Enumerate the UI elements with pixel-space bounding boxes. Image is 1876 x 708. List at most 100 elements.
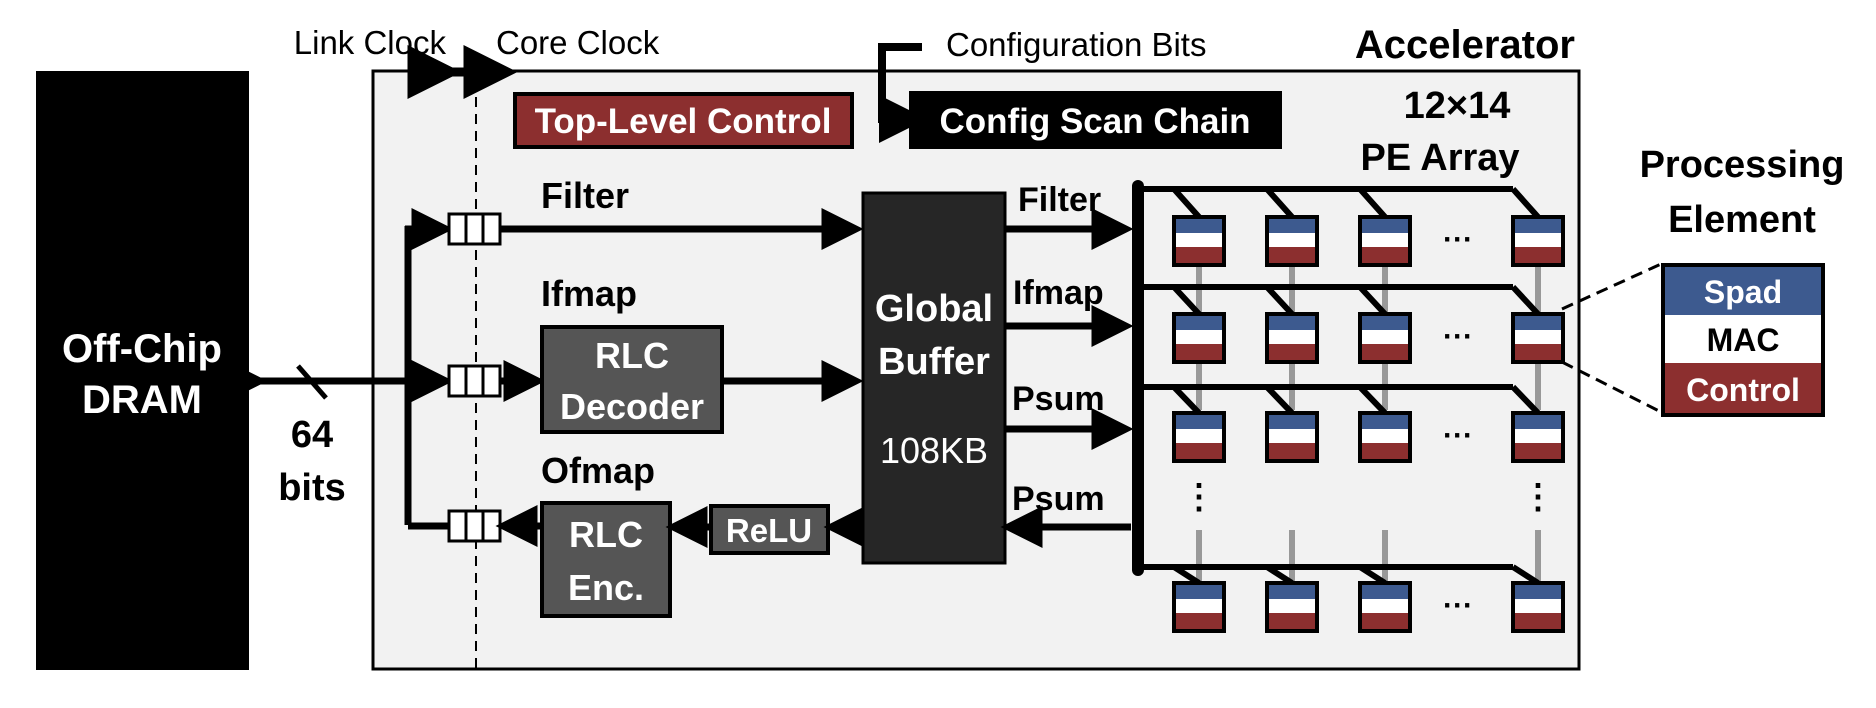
pe-array-title-line1: 12×14 <box>1404 85 1511 127</box>
psum-out-bus-label: Psum <box>1012 480 1105 518</box>
processing-element <box>1511 312 1565 364</box>
pe-bus-tap <box>1357 187 1388 219</box>
pe-spad-segment <box>1174 583 1224 599</box>
pe-bus-tap <box>1357 284 1388 317</box>
pe-mac-segment <box>1174 330 1224 344</box>
filter-async-fifo <box>447 212 502 246</box>
pe-bus-tap <box>1510 384 1541 416</box>
relu-label: ReLU <box>726 512 812 549</box>
bus-width-slash <box>296 364 328 400</box>
pe-control-segment <box>1174 344 1224 362</box>
pe-mac-segment <box>1513 599 1563 613</box>
dram-label-line2: DRAM <box>82 378 202 422</box>
rlc-decoder-label-line2: Decoder <box>560 386 704 427</box>
ifmap-async-fifo <box>447 364 502 398</box>
pe-spad-segment <box>1174 413 1224 429</box>
pe-mac-segment <box>1174 599 1224 613</box>
pe-control-segment <box>1360 344 1410 362</box>
processing-element <box>1172 215 1226 267</box>
processing-element <box>1265 215 1319 267</box>
processing-element <box>1172 411 1226 463</box>
pe-spad-segment <box>1360 217 1410 233</box>
pe-detail-spad-label: Spad <box>1704 274 1782 310</box>
filter-bus-label: Filter <box>1018 181 1101 219</box>
psum-in-bus-label: Psum <box>1012 380 1105 418</box>
pe-detail-mac-label: MAC <box>1707 322 1780 358</box>
pe-row-ellipsis: ··· <box>1443 419 1473 452</box>
processing-element <box>1511 581 1565 633</box>
pe-spad-segment <box>1360 413 1410 429</box>
pe-column-ellipsis: ⋮ <box>1521 478 1555 516</box>
pe-bus-tap <box>1265 564 1294 586</box>
config-scan-chain-label: Config Scan Chain <box>939 102 1250 141</box>
rlc-decoder-label-line1: RLC <box>595 335 669 376</box>
pe-detail-control-label: Control <box>1686 372 1800 408</box>
pe-control-segment <box>1174 613 1224 631</box>
pe-spad-segment <box>1513 583 1563 599</box>
relu-block <box>709 504 830 555</box>
pe-spad-segment <box>1267 217 1317 233</box>
pe-row-ellipsis: ··· <box>1443 320 1473 353</box>
pe-control-segment <box>1267 344 1317 362</box>
pe-bus-tap <box>1264 284 1295 317</box>
rlc-encoder-label-line2: Enc. <box>568 567 644 608</box>
pe-mac-segment <box>1267 233 1317 247</box>
pe-bus-tap <box>1171 284 1202 317</box>
global-buffer-label-line1: Global <box>875 288 993 330</box>
ofmap-async-fifo <box>447 509 502 543</box>
processing-element <box>1358 312 1412 364</box>
processing-element <box>1511 215 1565 267</box>
pe-control-segment <box>1267 247 1317 265</box>
pe-spad-segment <box>1267 583 1317 599</box>
pe-control-segment <box>1267 443 1317 461</box>
filter-input-label: Filter <box>541 175 629 216</box>
pe-mac-segment <box>1360 599 1410 613</box>
configuration-bits-label: Configuration Bits <box>946 26 1206 63</box>
pe-control-segment <box>1513 344 1563 362</box>
pe-control-segment <box>1513 443 1563 461</box>
pe-mac-segment <box>1174 233 1224 247</box>
pe-control-segment <box>1174 247 1224 265</box>
pe-spad-segment <box>1267 413 1317 429</box>
pe-mac-segment <box>1174 429 1224 443</box>
ifmap-input-label: Ifmap <box>541 273 637 314</box>
pe-spad-segment <box>1267 314 1317 330</box>
pe-control-segment <box>1174 443 1224 461</box>
core-clock-label: Core Clock <box>496 24 660 61</box>
global-buffer-size: 108KB <box>880 430 988 471</box>
pe-control-segment <box>1360 247 1410 265</box>
processing-element <box>1265 581 1319 633</box>
processing-element <box>1358 411 1412 463</box>
bus-width-unit: bits <box>278 467 346 509</box>
dram-label-line1: Off-Chip <box>62 327 222 371</box>
pe-detail-title-line1: Processing <box>1640 144 1845 186</box>
top-level-control-block <box>513 92 854 149</box>
processing-element <box>1265 312 1319 364</box>
bus-width-number: 64 <box>291 414 333 456</box>
accelerator-title: Accelerator <box>1355 23 1575 67</box>
ofmap-output-label: Ofmap <box>541 450 655 491</box>
pe-mac-segment <box>1513 330 1563 344</box>
pe-bus-tap <box>1264 187 1295 219</box>
pe-bus-tap <box>1264 384 1295 416</box>
pe-control-segment <box>1267 613 1317 631</box>
pe-mac-segment <box>1513 429 1563 443</box>
dram-block <box>36 71 249 670</box>
pe-detail-title-line2: Element <box>1668 199 1816 241</box>
config-scan-chain-block <box>909 91 1282 149</box>
processing-element <box>1358 215 1412 267</box>
pe-column-ellipsis: ⋮ <box>1182 478 1216 516</box>
pe-spad-segment <box>1513 314 1563 330</box>
pe-array: ············⋮⋮ <box>1132 180 1565 633</box>
pe-mac-segment <box>1267 429 1317 443</box>
pe-control-segment <box>1360 443 1410 461</box>
pe-spad-segment <box>1174 314 1224 330</box>
pe-control-segment <box>1360 613 1410 631</box>
pe-mac-segment <box>1360 330 1410 344</box>
pe-mac-segment <box>1267 330 1317 344</box>
pe-control-segment <box>1513 613 1563 631</box>
ifmap-bus-label: Ifmap <box>1013 274 1104 312</box>
link-clock-label: Link Clock <box>294 24 447 61</box>
pe-mac-segment <box>1267 599 1317 613</box>
pe-bus-tap <box>1171 187 1202 219</box>
